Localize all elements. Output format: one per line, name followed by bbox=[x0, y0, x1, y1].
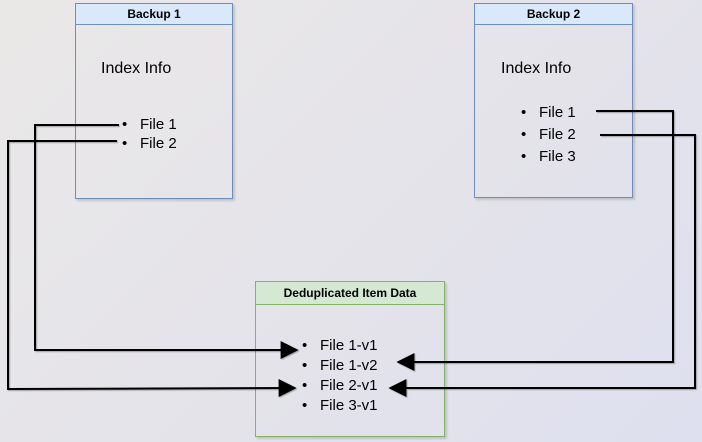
dedup-file-item: File 3-v1 bbox=[302, 396, 378, 416]
backup2-file-item: File 3 bbox=[521, 146, 576, 168]
backup1-file-list: File 1 File 2 bbox=[122, 115, 177, 153]
backup1-file-item: File 2 bbox=[122, 134, 177, 153]
backup2-box: Backup 2 bbox=[474, 3, 633, 198]
backup1-file-item: File 1 bbox=[122, 115, 177, 134]
dedup-file-item: File 2-v1 bbox=[302, 376, 378, 396]
dedup-box-title: Deduplicated Item Data bbox=[256, 282, 444, 305]
backup2-file-list: File 1 File 2 File 3 bbox=[521, 102, 576, 168]
backup2-index-info-label: Index Info bbox=[501, 60, 572, 77]
dedup-file-item: File 1-v2 bbox=[302, 356, 378, 376]
backup1-box-title: Backup 1 bbox=[76, 4, 232, 25]
backup2-file-item: File 2 bbox=[521, 124, 576, 146]
dedup-file-item: File 1-v1 bbox=[302, 336, 378, 356]
dedup-file-list: File 1-v1 File 1-v2 File 2-v1 File 3-v1 bbox=[302, 336, 378, 416]
backup1-index-info-label: Index Info bbox=[101, 60, 172, 77]
backup2-box-title: Backup 2 bbox=[475, 4, 632, 25]
backup2-file-item: File 1 bbox=[521, 102, 576, 124]
backup1-box: Backup 1 bbox=[75, 3, 233, 199]
